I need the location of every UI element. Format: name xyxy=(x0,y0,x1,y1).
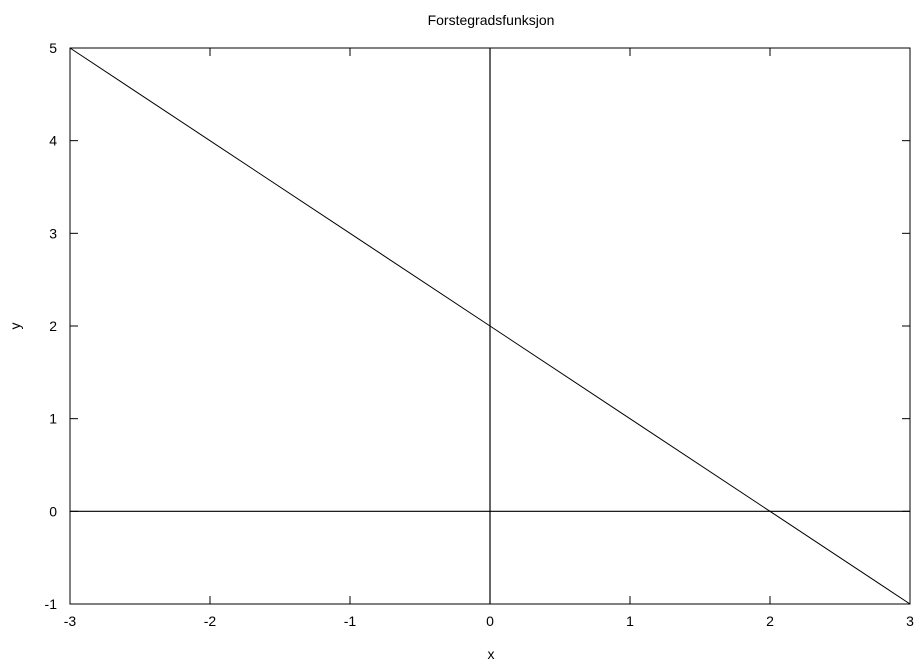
y-tick-label: 0 xyxy=(49,503,57,519)
x-tick-label: -3 xyxy=(64,613,77,629)
chart-title: Forstegradsfunksjon xyxy=(428,12,555,28)
y-tick-label: 1 xyxy=(49,411,57,427)
y-tick-label: 3 xyxy=(49,225,57,241)
x-tick-label: 2 xyxy=(766,613,774,629)
y-tick-label: 5 xyxy=(49,40,57,56)
y-axis-label: y xyxy=(7,323,23,330)
x-tick-label: 0 xyxy=(486,613,494,629)
y-tick-label: 2 xyxy=(49,318,57,334)
x-tick-label: 1 xyxy=(626,613,634,629)
plot-area: -3 -2 -1 0 1 2 3 -1 0 1 2 3 4 5 xyxy=(45,40,915,629)
series-line xyxy=(69,47,911,605)
x-tick-label: -2 xyxy=(204,613,217,629)
x-tick-label: 3 xyxy=(906,613,914,629)
y-tick-label: 4 xyxy=(49,133,57,149)
y-tick-label: -1 xyxy=(45,596,58,612)
x-tick-label: -1 xyxy=(344,613,357,629)
x-axis-label: x xyxy=(488,646,495,662)
